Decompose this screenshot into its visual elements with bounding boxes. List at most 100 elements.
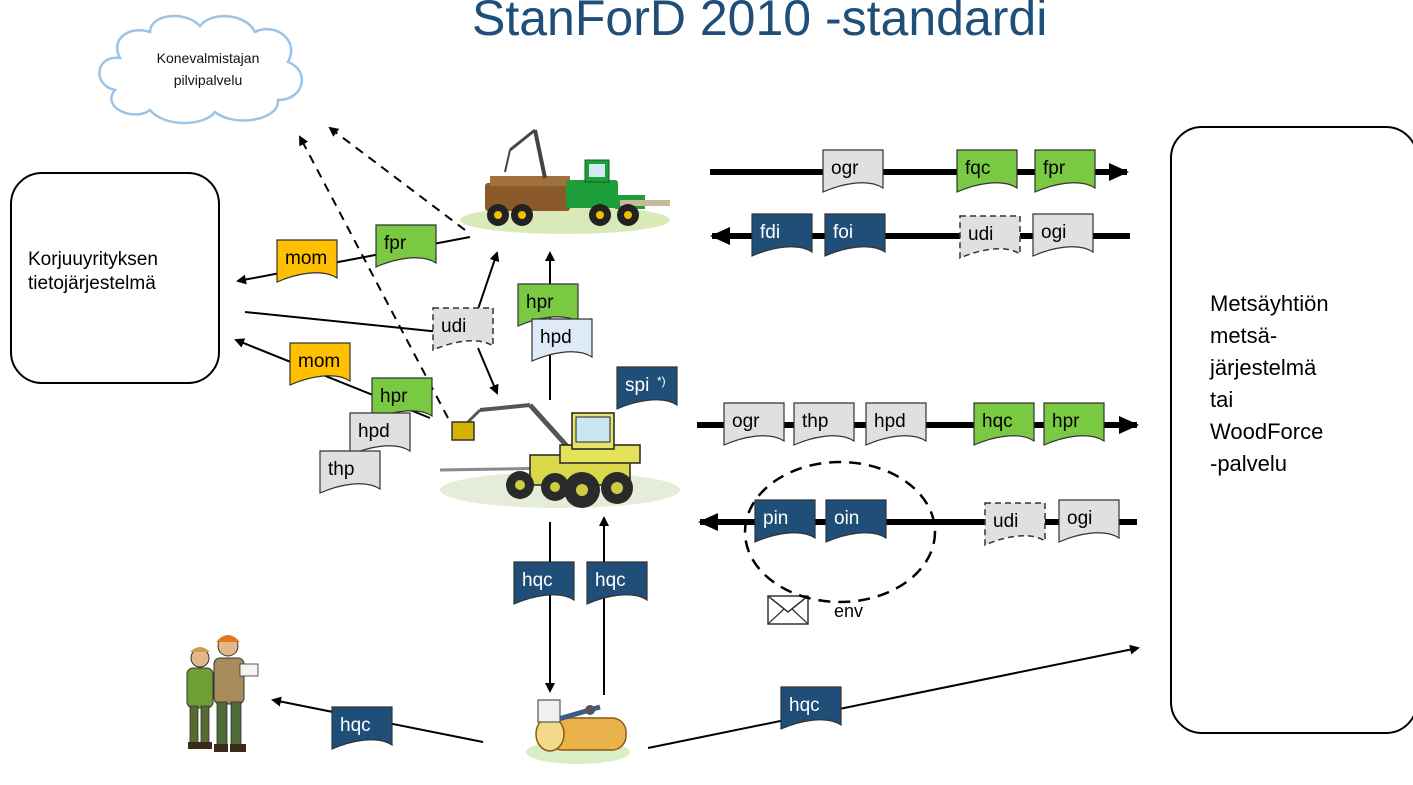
document-shape [984,502,1046,547]
document-hqc: hqc [780,686,842,730]
document-mom: mom [276,239,338,283]
document-shape [375,224,437,268]
document-label: fpr [1043,158,1066,179]
document-shape [276,239,338,283]
document-label: udi [441,316,466,337]
device-to-forest-company-arrow [647,644,1140,749]
document-label: fpr [384,233,407,254]
document-udi: udi [432,307,494,352]
document-hqc: hqc [513,561,575,605]
document-label: hqc [595,570,626,591]
right-system-line-6: -palvelu [1210,451,1288,476]
left-system-line-1: Korjuuyrityksen [28,249,158,270]
document-label: hqc [522,570,553,591]
document-shape [824,213,886,257]
document-shape [780,686,842,730]
cloud-icon [98,14,304,125]
document-shape [754,499,816,543]
document-label: fqc [965,158,990,179]
document-shape [1032,213,1094,257]
document-label: hqc [789,695,820,716]
right-system-line-5: WoodForce [1210,419,1324,444]
udi-to-harvester-arrow [477,347,499,395]
document-udi: udi [984,502,1046,547]
document-label: spi [625,375,649,396]
forwarder-to-cloud-arrow [328,126,466,231]
harvester-machine-icon [439,403,680,508]
document-shape [959,215,1021,260]
document-thp: thp [793,402,855,446]
document-label: mom [298,351,340,372]
envelope-label: env [834,601,864,621]
left-system-line-2: tietojärjestelmä [28,273,156,294]
document-label: mom [285,248,327,269]
udi-to-forwarder-arrow [474,251,500,319]
document-shape [1043,402,1105,446]
company-to-udi-arrow [244,311,452,338]
document-spi: spi [616,366,678,410]
log-measuring-device-icon [526,699,630,764]
forest-company-system-label: Metsäyhtiön metsä- järjestelmä tai WoodF… [1210,288,1329,480]
spi-footnote-mark: *) [657,374,666,388]
document-fdi: fdi [751,213,813,257]
document-shape [973,402,1035,446]
document-label: hpr [1052,411,1080,432]
document-shape [432,307,494,352]
right-system-line-2: metsä- [1210,323,1278,348]
document-label: ogr [831,158,859,179]
document-ogr: ogr [822,149,884,193]
document-shape [793,402,855,446]
harvester-to-cloud-arrow [299,135,449,419]
document-shape [1034,149,1096,193]
cloud-label: Konevalmistajan pilvipalvelu [148,47,268,91]
document-label: fdi [760,222,780,243]
forest-workers-icon [186,635,259,752]
document-label: foi [833,222,853,243]
document-label: hpr [380,386,408,407]
page-title: StanForD 2010 -standardi [472,0,1048,46]
document-udi: udi [959,215,1021,260]
document-hpr: hpr [517,283,579,327]
document-label: hpr [526,292,554,313]
document-label: hpd [540,327,572,348]
document-oin: oin [825,499,887,543]
document-hqc: hqc [331,706,393,750]
document-fqc: fqc [956,149,1018,193]
document-hpr: hpr [371,377,433,421]
document-label: ogi [1067,508,1092,529]
document-label: pin [763,508,788,529]
envelope-icon [767,595,809,625]
document-shape [331,706,393,750]
document-hpd: hpd [865,402,927,446]
document-ogi: ogi [1058,499,1120,543]
right-system-line-3: järjestelmä [1210,355,1317,380]
cloud-label-line-2: pilvipalvelu [173,72,243,88]
document-label: udi [968,224,993,245]
document-hpd: hpd [349,412,411,456]
document-shape [751,213,813,257]
document-fpr: fpr [1034,149,1096,193]
cloud-label-line-1: Konevalmistajan [156,50,260,66]
document-thp: thp [319,450,381,494]
document-label: ogr [732,411,760,432]
document-shape [825,499,887,543]
document-mom: mom [289,342,351,386]
right-system-line-1: Metsäyhtiön [1210,291,1329,316]
document-shape [616,366,678,410]
document-shape [513,561,575,605]
document-shape [289,342,351,386]
document-hpr: hpr [1043,402,1105,446]
document-shape [865,402,927,446]
document-label: thp [328,459,354,480]
document-label: hpd [358,421,390,442]
document-shape [822,149,884,193]
harvesting-company-system-box: Korjuuyrityksen tietojärjestelmä [10,172,220,384]
document-foi: foi [824,213,886,257]
document-label: hpd [874,411,906,432]
document-shape [723,402,785,446]
document-label: hqc [982,411,1013,432]
document-shape [1058,499,1120,543]
document-ogi: ogi [1032,213,1094,257]
